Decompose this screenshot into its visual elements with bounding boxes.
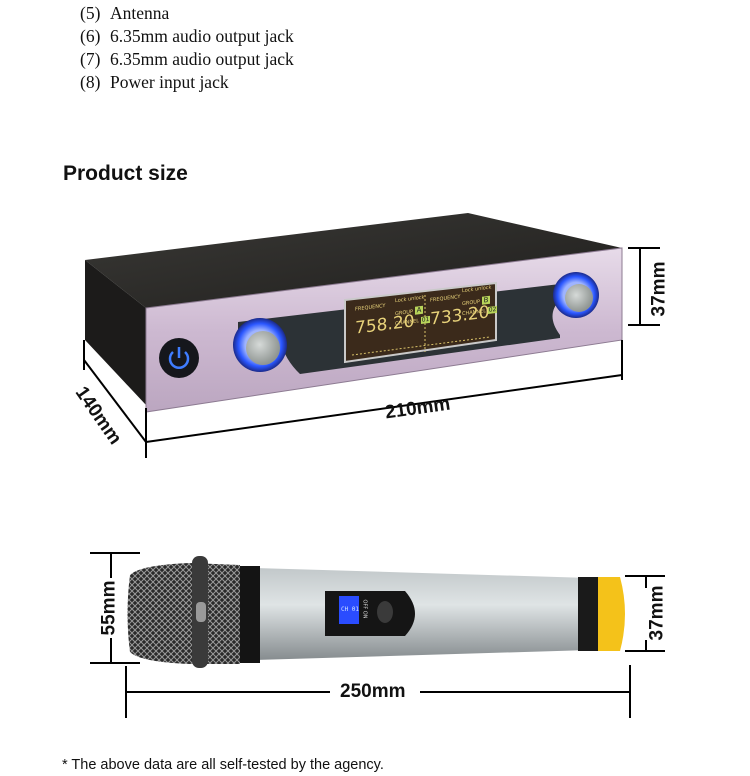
mic-display [339,596,359,624]
part-number: (5) [80,3,101,23]
lcd-group: A [414,305,424,315]
lcd-channel: 02 [487,305,498,315]
parts-list-item: (5) Antenna [80,2,294,25]
mic-tail-label: 37mm [646,585,668,641]
part-label: Antenna [110,3,170,23]
power-switch-icon [377,601,393,623]
mic-switch-label: OFF ON [361,599,368,619]
receiver-illustration [83,213,660,458]
parts-list-item: (8) Power input jack [80,71,294,94]
footnote: * The above data are all self-tested by … [62,757,384,773]
lcd-group: B [481,295,491,305]
mic-length-label: 250mm [340,681,406,702]
part-label: 6.35mm audio output jack [110,49,294,69]
parts-list: (5) Antenna (6) 6.35mm audio output jack (… [80,2,294,94]
lcd-group-label: GROUP [462,298,480,308]
part-number: (7) [80,49,101,69]
lcd-group-label: GROUP [395,308,413,318]
mic-head-label: 55mm [98,580,120,636]
mic-display-text: CH 01 [340,606,360,613]
part-label: 6.35mm audio output jack [110,26,294,46]
parts-list-item: (7) 6.35mm audio output jack [80,48,294,71]
microphone-illustration [90,552,665,718]
part-number: (6) [80,26,101,46]
lcd-right-status: Lock unlock GROUP B CHANNEL 02 [462,284,498,317]
part-number: (8) [80,72,101,92]
parts-list-item: (6) 6.35mm audio output jack [80,25,294,48]
receiver-height-label: 37mm [648,261,670,317]
section-title: Product size [63,162,188,185]
lcd-channel: 01 [420,315,431,325]
part-label: Power input jack [110,72,229,92]
lcd-left-status: Lock unlock GROUP A CHANNEL 01 [395,294,431,327]
